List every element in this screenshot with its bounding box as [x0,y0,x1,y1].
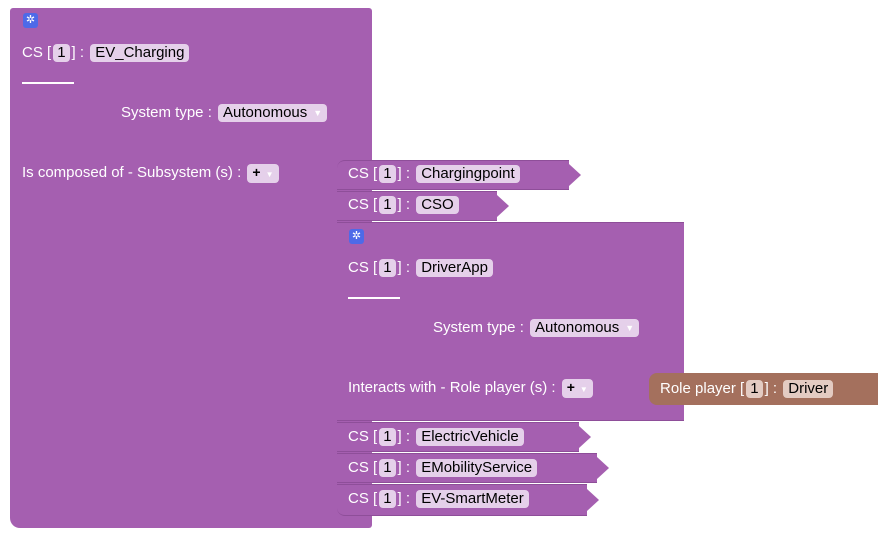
interacts-row: Interacts with - Role player (s) : +▼ [348,378,593,398]
connector-arrow [497,195,509,217]
composed-row: Is composed of - Subsystem (s) : +▼ [22,163,279,183]
count-field[interactable]: 1 [379,490,396,508]
name-field[interactable]: DriverApp [416,259,493,277]
gear-icon[interactable]: ✲ [23,13,38,28]
chevron-down-icon: ▼ [313,108,323,119]
block-header: CS [1] : DriverApp [348,258,495,278]
count-field[interactable]: 1 [379,428,396,446]
count-field[interactable]: 1 [746,380,763,398]
separator [22,82,74,84]
name-field[interactable]: CSO [416,196,459,214]
chevron-down-icon: ▼ [579,385,588,394]
count-field[interactable]: 1 [379,196,396,214]
count-field[interactable]: 1 [379,165,396,183]
name-field[interactable]: EV-SmartMeter [416,490,529,508]
name-field[interactable]: Chargingpoint [416,165,520,183]
name-field[interactable]: EV_Charging [90,44,190,62]
chevron-down-icon: ▼ [625,323,635,334]
block-shadow [338,516,368,524]
add-role-player-button[interactable]: +▼ [561,379,593,398]
system-type-row: System type : Autonomous▼ [121,103,329,123]
block-header: CS [1] : EV_Charging [22,43,191,63]
system-type-row: System type : Autonomous▼ [433,318,641,338]
name-field[interactable]: Driver [783,380,834,398]
count-field[interactable]: 1 [379,259,396,277]
system-type-dropdown[interactable]: Autonomous▼ [218,104,328,123]
separator [348,297,400,299]
connector-arrow [569,164,581,186]
add-subsystem-button[interactable]: +▼ [247,164,279,183]
role-player-block-driver[interactable] [649,373,878,405]
chevron-down-icon: ▼ [265,170,274,179]
connector-arrow [597,457,609,479]
name-field[interactable]: EMobilityService [416,459,538,477]
system-block-ev-charging[interactable] [10,8,372,528]
connector-arrow [587,489,599,511]
system-type-dropdown[interactable]: Autonomous▼ [530,319,640,338]
name-field[interactable]: ElectricVehicle [416,428,524,446]
gear-icon[interactable]: ✲ [349,229,364,244]
count-field[interactable]: 1 [53,44,70,62]
connector-arrow [579,426,591,448]
count-field[interactable]: 1 [379,459,396,477]
cs-prefix: CS [22,44,43,61]
